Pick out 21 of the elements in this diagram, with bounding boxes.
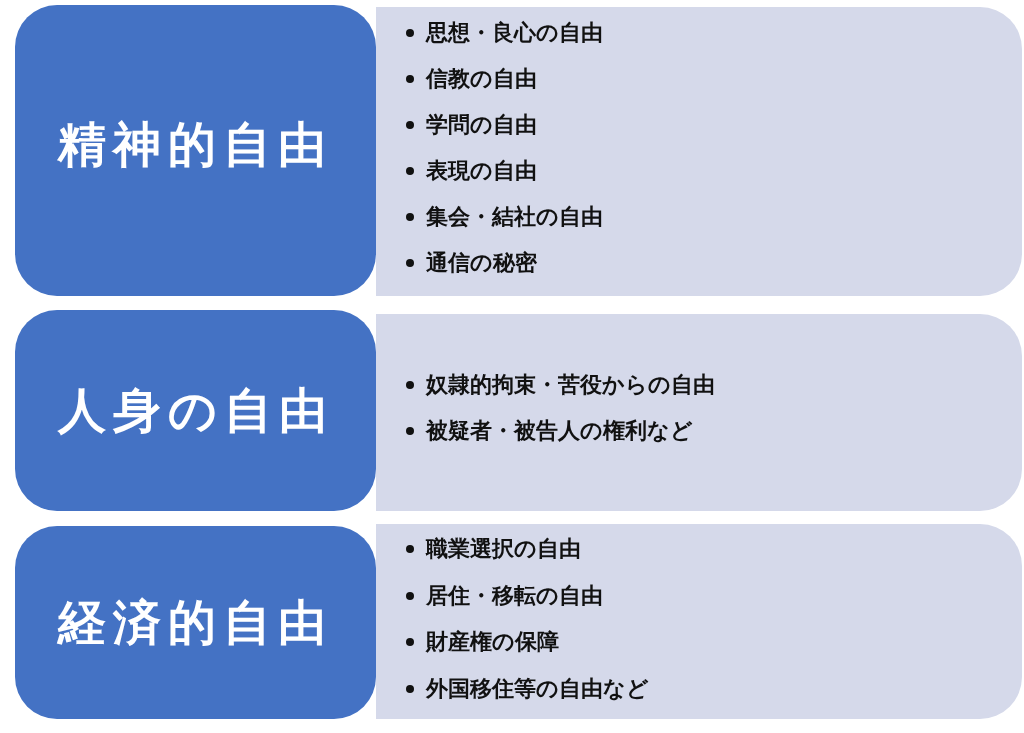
list-panel [376, 524, 1022, 719]
list-item: 職業選択の自由 [426, 535, 581, 563]
category-heading: 人身の自由 [57, 381, 334, 440]
list-item: 表現の自由 [426, 157, 537, 185]
category-box [15, 5, 376, 296]
list-item: 居住・移転の自由 [426, 581, 603, 610]
category-heading: 経済的自由 [58, 593, 333, 652]
list-item: 信教の自由 [426, 65, 537, 93]
category-box [15, 526, 376, 719]
list-item: 外国移住等の自由など [426, 674, 649, 703]
list-item: 奴隷的拘束・苦役からの自由 [426, 371, 715, 399]
list-item: 思想・良心の自由 [426, 19, 603, 47]
category-box [15, 310, 376, 511]
list-panel [376, 314, 1022, 511]
list-item: 財産権の保障 [426, 628, 559, 656]
list-item: 学問の自由 [426, 111, 537, 139]
list-panel [376, 7, 1022, 296]
list-item: 集会・結社の自由 [426, 203, 603, 231]
category-heading: 精神的自由 [58, 115, 333, 174]
list-item: 被疑者・被告人の権利など [426, 417, 693, 445]
list-item: 通信の秘密 [426, 249, 537, 277]
